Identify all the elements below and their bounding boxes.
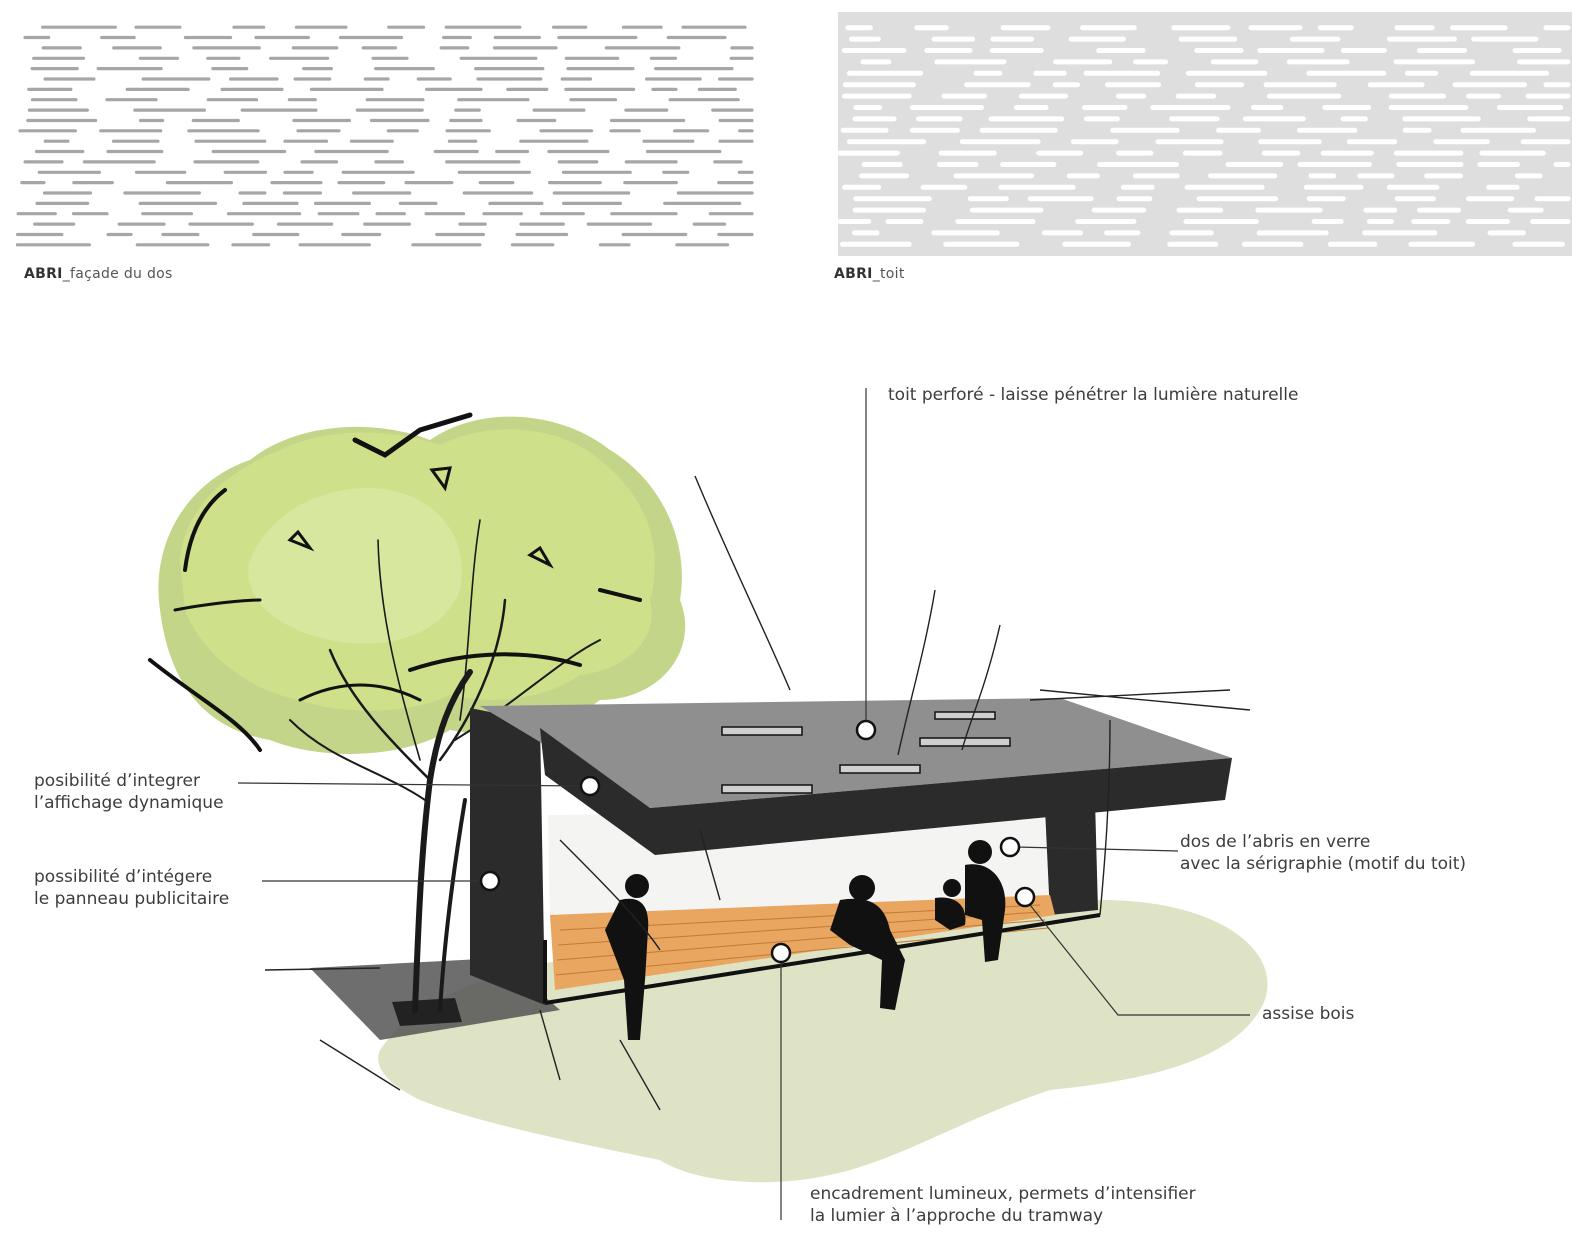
roof-caption-bold: ABRI [834, 266, 873, 282]
note-roof: toit perforé - laisse pénétrer la lumièr… [888, 384, 1298, 406]
facade-caption: ABRI_façade du dos [24, 266, 173, 282]
shelter-sketch [148, 388, 1268, 1220]
note-bench: assise bois [1262, 1003, 1354, 1025]
note-glass: dos de l’abris en verre avec la sérigrap… [1180, 831, 1466, 875]
tree-foliage-highlight [248, 488, 462, 644]
note-bench-text: assise bois [1262, 1004, 1355, 1024]
note-panel: possibilité d’intégere le panneau public… [34, 866, 229, 910]
shelter-left-wall [470, 708, 545, 1005]
wood-bench [550, 895, 1055, 990]
note-roof-text: toit perforé - laisse pénétrer la lumièr… [888, 385, 1299, 405]
roof-caption-rest: _toit [872, 266, 905, 282]
roof-pattern [838, 25, 1571, 247]
facade-pattern-panel [16, 12, 756, 256]
callout-markers [479, 719, 1036, 964]
marker-frame [770, 942, 792, 964]
note-display-line2: l’affichage dynamique [34, 793, 224, 813]
note-frame: encadrement lumineux, permets d’intensif… [810, 1183, 1196, 1227]
tree-outline [148, 412, 642, 752]
roof-caption: ABRI_toit [834, 266, 905, 282]
marker-panel [479, 870, 501, 892]
note-glass-line1: dos de l’abris en verre [1180, 832, 1371, 852]
shelter-right-wall [1045, 800, 1098, 915]
note-display-line1: posibilité d’integrer [34, 771, 200, 791]
shelter-roof-edge [540, 728, 1232, 855]
marker-display [579, 775, 601, 797]
people-silhouettes [605, 840, 1006, 1040]
note-display: posibilité d’integrer l’affichage dynami… [34, 770, 224, 814]
marker-bench [1014, 886, 1036, 908]
note-panel-line2: le panneau publicitaire [34, 889, 230, 909]
marker-glass [999, 836, 1021, 858]
marker-roof [855, 719, 877, 741]
facade-caption-rest: _façade du dos [62, 266, 173, 282]
leader-lines [237, 388, 1250, 1220]
note-glass-line2: avec la sérigraphie (motif du toit) [1180, 854, 1467, 874]
facade-pattern [16, 25, 754, 247]
facade-caption-bold: ABRI [24, 266, 63, 282]
note-panel-line1: possibilité d’intégere [34, 867, 213, 887]
tree-grate-hole [392, 998, 462, 1026]
note-frame-line2: la lumier à l’approche du tramway [810, 1206, 1104, 1226]
note-frame-line1: encadrement lumineux, permets d’intensif… [810, 1184, 1196, 1204]
sketch-strokes [264, 475, 1251, 1111]
shelter-roof-top [480, 698, 1232, 808]
roof-pattern-panel [838, 12, 1572, 256]
